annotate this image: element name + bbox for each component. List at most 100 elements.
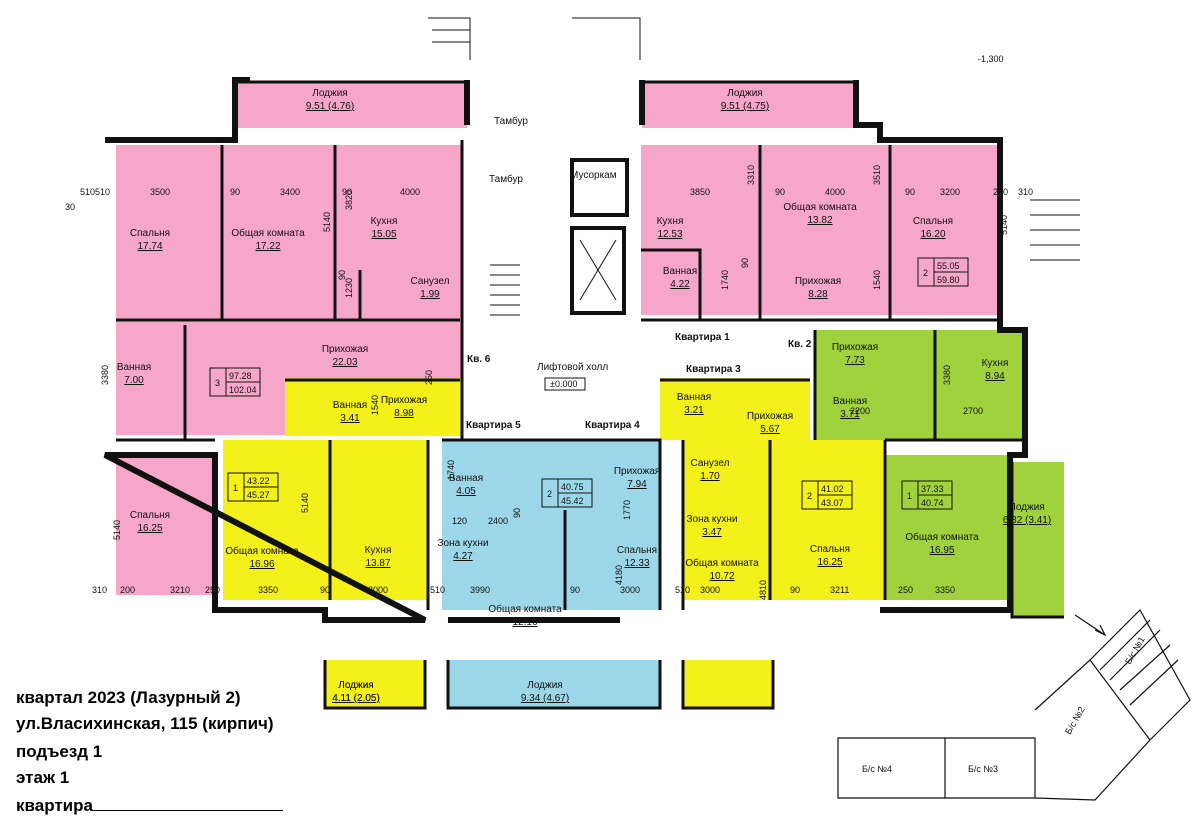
dimension-label: 3211 [830,585,849,595]
room-area: 4.11 (2.05) [332,693,380,704]
room-name: Ванная [333,400,367,411]
dimension-label: 3500 [150,187,170,197]
dimension-label: 90 [740,258,750,268]
summary-total: 45.27 [247,490,270,500]
room-name: Кухня [365,545,392,556]
apartment-blank-line[interactable] [92,796,283,811]
room-area: 9.34 (4.67) [521,693,569,704]
apt2-loggia-fill [1012,462,1064,617]
summary-total: 40.74 [921,498,944,508]
room-name: Прихожая [322,344,368,355]
apt2-room-fill [885,455,1010,600]
dimension-label: 1540 [370,395,380,415]
section-1-hatch [1099,619,1179,706]
room-name: Зона кухни [686,514,737,525]
room-area: 16.25 [137,523,162,534]
dimension-label: 310 [1018,187,1033,197]
room-name: Спальня [130,228,170,239]
room-area: 4.22 [670,279,690,290]
dimension-label: 4000 [825,187,845,197]
room-name: Ванная [449,473,483,484]
dimension-label: 2400 [488,516,508,526]
stairs [490,199,1080,316]
dimension-label: 3850 [690,187,710,197]
dimension-label: 90 [512,508,522,518]
elevator-cross [579,239,617,301]
dimension-label: 1740 [720,270,730,290]
dimension-label: 4180 [614,565,624,585]
tambur-label-1: Тамбур [494,115,528,127]
site-plan-sketch [837,609,1191,801]
room-name: Санузел [691,458,730,469]
dimension-label: 5140 [999,215,1009,235]
dimension-label: 200 [120,585,135,595]
dimension-label: 250 [898,585,913,595]
room-9: Спальня 16.25 [130,510,170,534]
dimension-label: 3990 [470,585,490,595]
dimension-label: 3000 [700,585,720,595]
dimension-label: 510 [80,187,95,197]
dimension-label: 90 [320,585,330,595]
dimension-label: 200 [993,187,1008,197]
dimension-label: 250 [424,370,434,385]
summary-total: 45.42 [561,496,584,506]
room-name: Зона кухни [437,538,488,549]
room-name: Спальня [130,510,170,521]
room-area: 8.94 [985,371,1005,382]
dimension-label: 120 [452,516,467,526]
dimension-label: 5140 [112,520,122,540]
dimension-label: 3400 [280,187,300,197]
room-name: Общая комната [488,603,562,615]
garbage-room-label: Мусоркам [570,170,617,181]
summary-total: 43.07 [821,498,844,508]
room-area: 17.22 [255,241,280,252]
dimension-label: 5140 [322,212,332,232]
dimension-label: 4810 [758,580,768,600]
room-name: Общая комната [685,557,759,569]
dimension-label: 90 [337,270,347,280]
room-area: 16.25 [817,557,842,568]
room-name: Лоджия [727,88,762,99]
room-area: 3.41 [340,413,360,424]
room-area: 7.73 [845,355,865,366]
apt5-main-fill [223,440,428,600]
section-1-label: Б/с №1 [1123,635,1147,666]
apt4-loggia-fill [448,660,660,708]
dimension-label: 3210 [170,585,190,595]
dimension-label: 510 [95,187,110,197]
dimension-label: 3350 [258,585,278,595]
room-area: 13.87 [365,558,390,569]
room-area: 4.11 (2.05) [332,693,380,704]
room-area: 12.53 [657,229,682,240]
room-name: Ванная [677,392,711,403]
summary-rooms: 3 [215,378,220,388]
room-name: Ванная [663,266,697,277]
apt1-loggia-fill [642,82,856,128]
room-name: Лоджия [312,88,347,99]
apt3-hall-fill [660,378,810,440]
apt4-main-fill [442,440,660,610]
elevator-shaft [570,226,626,315]
section-3-label: Б/с №3 [968,764,998,774]
summary-rooms: 2 [547,489,552,499]
summary-living: 37.33 [921,484,944,494]
info-line-address: ул.Власихинская, 115 (кирпич) [16,714,274,733]
dimension-label: 3000 [368,585,388,595]
room-area: 16.95 [929,545,954,556]
room-name: Лоджия [1009,502,1044,513]
info-line-apartment: квартира [16,796,283,816]
